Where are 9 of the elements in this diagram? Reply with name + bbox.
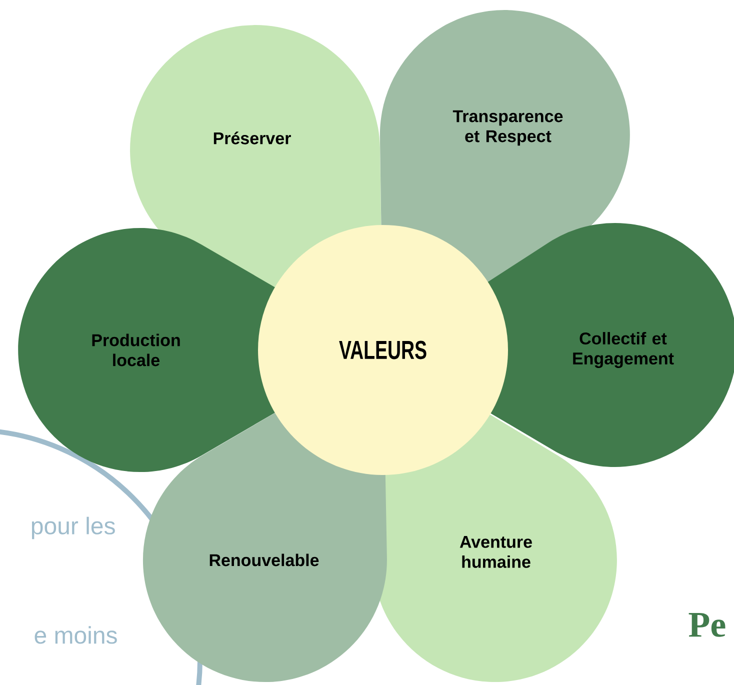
petal: Renouvelable	[142, 412, 387, 682]
petal: Aventure humaine	[373, 414, 617, 682]
text-fragment: pour les	[32, 516, 115, 540]
petal: Préserver	[130, 25, 382, 297]
petal: Transparence et Respect	[380, 10, 630, 288]
text-fragment: Pe	[688, 613, 726, 637]
petal: Production locale	[18, 228, 277, 472]
text-fragment: e moins	[34, 626, 117, 644]
petal: Collectif et Engagement	[486, 223, 734, 467]
